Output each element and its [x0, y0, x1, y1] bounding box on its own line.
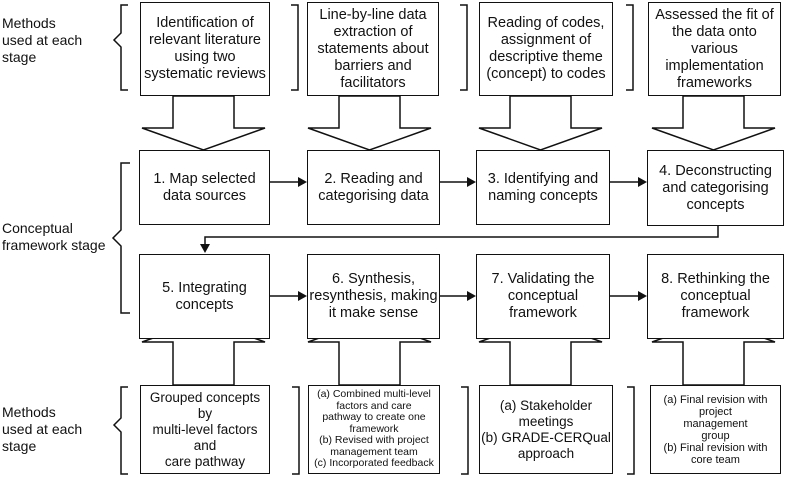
- down-arrow-4: [651, 95, 776, 151]
- brace-top-right-3: [626, 4, 634, 91]
- arrowhead-1-2: [298, 177, 307, 187]
- stage-box-3: 3. Identifying and naming concepts: [476, 150, 610, 225]
- brace-bottom: [112, 386, 128, 475]
- brace-bottom-right-1: [292, 386, 300, 475]
- brace-top-right-2: [460, 4, 468, 91]
- method-box-6: (a) Combined multi-level factors and car…: [308, 385, 440, 474]
- method-box-7: (a) Stakeholder meetings (b) GRADE-CERQu…: [479, 385, 613, 474]
- brace-bottom-right-3: [627, 386, 635, 475]
- brace-top: [112, 4, 128, 91]
- arrowhead-6-7: [467, 291, 476, 301]
- down-arrow-2: [307, 95, 432, 151]
- method-box-3: Reading of codes, assignment of descript…: [479, 2, 613, 96]
- stage-box-2: 2. Reading and categorising data: [307, 150, 440, 225]
- brace-bottom-right-2: [461, 386, 469, 475]
- method-box-8: (a) Final revision with project manageme…: [650, 385, 781, 474]
- brace-top-right-1: [291, 4, 299, 91]
- method-box-5: Grouped concepts by multi-level factors …: [140, 385, 270, 474]
- arrowhead-4-5: [200, 244, 210, 253]
- down-arrow-3: [478, 95, 603, 151]
- connector-4-5: [204, 226, 719, 246]
- stage-box-1: 1. Map selected data sources: [139, 150, 270, 225]
- arrowhead-2-3: [467, 177, 476, 187]
- arrowhead-7-8: [638, 291, 647, 301]
- label-methods-bottom: Methods used at each stage: [2, 404, 83, 454]
- method-box-2: Line-by-line data extraction of statemen…: [307, 2, 439, 96]
- method-box-1: Identification of relevant literature us…: [140, 2, 270, 96]
- stage-box-5: 5. Integrating concepts: [139, 254, 270, 339]
- down-arrow-1: [141, 95, 266, 151]
- arrowhead-5-6: [298, 291, 307, 301]
- arrowhead-3-4: [638, 177, 647, 187]
- stage-box-6: 6. Synthesis, resynthesis, making it mak…: [307, 254, 440, 339]
- stage-box-7: 7. Validating the conceptual framework: [476, 254, 610, 339]
- stage-box-8: 8. Rethinking the conceptual framework: [647, 254, 784, 339]
- brace-middle: [111, 162, 130, 314]
- method-box-4: Assessed the fit of the data onto variou…: [648, 2, 781, 96]
- label-methods-top: Methods used at each stage: [2, 15, 83, 65]
- stage-box-4: 4. Deconstructing and categorising conce…: [647, 150, 784, 226]
- label-conceptual-framework-stage: Conceptual framework stage: [2, 220, 106, 253]
